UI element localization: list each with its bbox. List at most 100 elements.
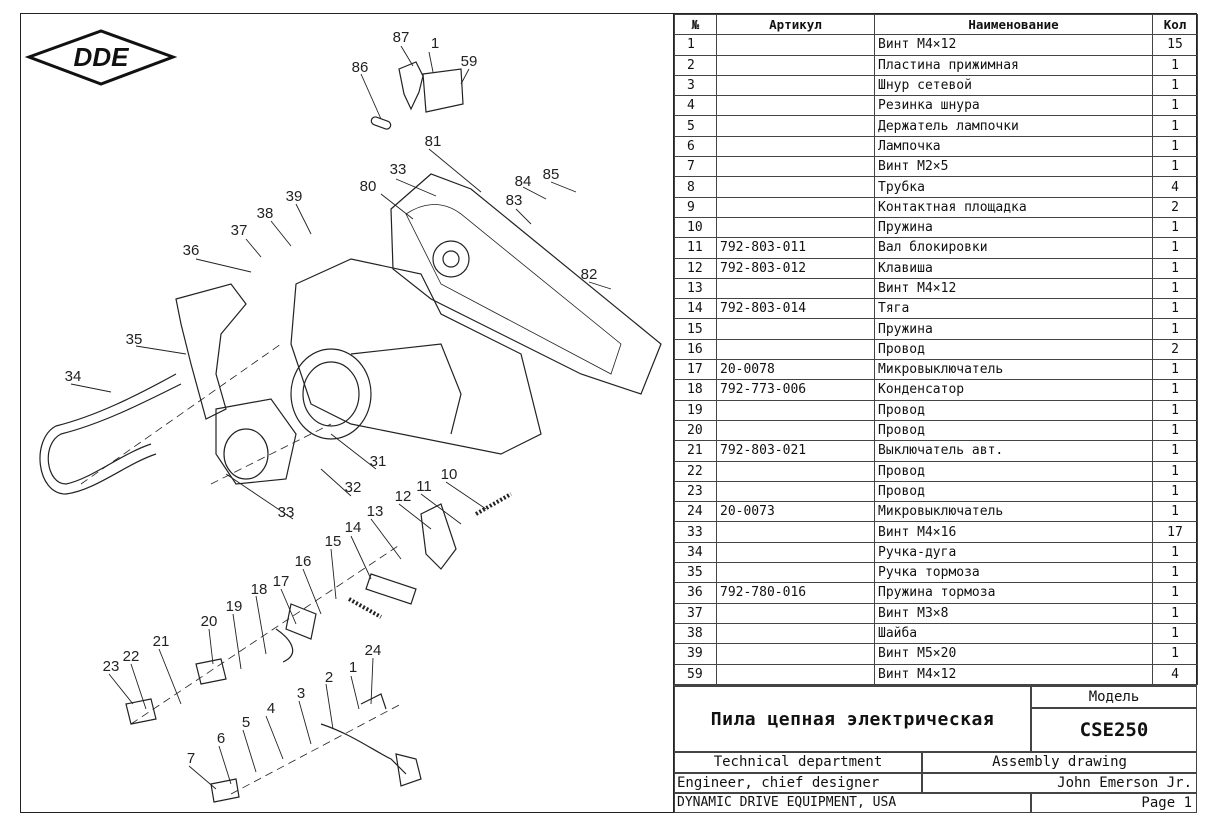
callout-number: 36 xyxy=(183,242,200,259)
part-number: 12 xyxy=(674,257,717,279)
callout-number: 6 xyxy=(217,730,225,747)
part-article xyxy=(716,521,875,543)
callout-number: 59 xyxy=(461,53,478,70)
part-article xyxy=(716,196,875,218)
part-name: Резинка шнура xyxy=(874,95,1153,117)
part-qty: 1 xyxy=(1152,359,1198,381)
col-qty: Кол xyxy=(1152,13,1198,36)
callout-number: 7 xyxy=(187,750,195,767)
exploded-view-drawing: DDE xyxy=(21,14,673,812)
part-article xyxy=(716,399,875,421)
model-value: CSE250 xyxy=(1031,708,1197,752)
col-name: Наименование xyxy=(874,13,1153,36)
part-qty: 1 xyxy=(1152,115,1198,137)
part-qty: 4 xyxy=(1152,663,1198,685)
part-qty: 1 xyxy=(1152,419,1198,442)
part-number: 21 xyxy=(674,440,717,462)
callout-number: 12 xyxy=(395,488,412,505)
part-name: Контактная площадка xyxy=(874,196,1153,218)
part-number: 9 xyxy=(674,196,717,218)
callout-number: 11 xyxy=(416,478,432,495)
model-label: Модель xyxy=(1031,686,1197,708)
part-qty: 1 xyxy=(1152,562,1198,584)
part-name: Лампочка xyxy=(874,135,1153,158)
part-number: 38 xyxy=(674,622,717,645)
part-qty: 1 xyxy=(1152,95,1198,117)
callout-number: 80 xyxy=(360,178,377,195)
col-article: Артикул xyxy=(716,13,875,36)
part-number: 20 xyxy=(674,419,717,442)
callout-number: 1 xyxy=(431,35,439,52)
part-article: 792-780-016 xyxy=(716,582,875,604)
part-number: 34 xyxy=(674,541,717,564)
callout-number: 21 xyxy=(153,633,170,650)
part-name: Держатель лампочки xyxy=(874,115,1153,137)
callout-number: 17 xyxy=(273,573,290,590)
callout-number: 33 xyxy=(278,504,295,521)
callout-number: 2 xyxy=(325,669,333,686)
department: Technical department xyxy=(674,752,922,773)
part-number: 23 xyxy=(674,480,717,503)
callout-number: 82 xyxy=(581,266,598,283)
callout-number: 1 xyxy=(349,659,357,676)
callout-number: 86 xyxy=(352,59,369,76)
part-article xyxy=(716,216,875,239)
callout-number: 13 xyxy=(367,503,384,520)
exploded-view-svg: DDE xyxy=(24,29,662,803)
part-article: 20-0078 xyxy=(716,359,875,381)
part-qty: 1 xyxy=(1152,277,1198,300)
part-qty: 1 xyxy=(1152,622,1198,645)
product-name: Пила цепная электрическая xyxy=(674,686,1031,752)
part-number: 14 xyxy=(674,298,717,320)
part-number: 6 xyxy=(674,135,717,158)
part-name: Шнур сетевой xyxy=(874,74,1153,97)
part-article xyxy=(716,602,875,624)
part-article xyxy=(716,460,875,482)
part-name: Вал блокировки xyxy=(874,237,1153,259)
part-name: Винт М3×8 xyxy=(874,602,1153,624)
part-name: Винт М2×5 xyxy=(874,156,1153,178)
part-qty: 1 xyxy=(1152,156,1198,178)
part-qty: 1 xyxy=(1152,643,1198,665)
part-qty: 1 xyxy=(1152,399,1198,421)
part-name: Микровыключатель xyxy=(874,501,1153,523)
part-qty: 1 xyxy=(1152,480,1198,503)
part-name: Винт М4×12 xyxy=(874,663,1153,685)
part-article: 792-803-021 xyxy=(716,440,875,462)
part-name: Трубка xyxy=(874,176,1153,198)
part-qty: 1 xyxy=(1152,257,1198,279)
part-number: 19 xyxy=(674,399,717,421)
part-qty: 4 xyxy=(1152,176,1198,198)
callout-number: 24 xyxy=(365,642,382,659)
part-article: 792-803-011 xyxy=(716,237,875,259)
part-article xyxy=(716,135,875,158)
part-qty: 2 xyxy=(1152,196,1198,218)
part-number: 4 xyxy=(674,95,717,117)
part-qty: 1 xyxy=(1152,460,1198,482)
callout-number: 22 xyxy=(123,648,140,665)
page-number: Page 1 xyxy=(1031,793,1197,813)
part-article xyxy=(716,74,875,97)
callout-number: 85 xyxy=(543,166,560,183)
document-type: Assembly drawing xyxy=(922,752,1197,773)
part-name: Винт М5×20 xyxy=(874,643,1153,665)
part-qty: 1 xyxy=(1152,379,1198,401)
